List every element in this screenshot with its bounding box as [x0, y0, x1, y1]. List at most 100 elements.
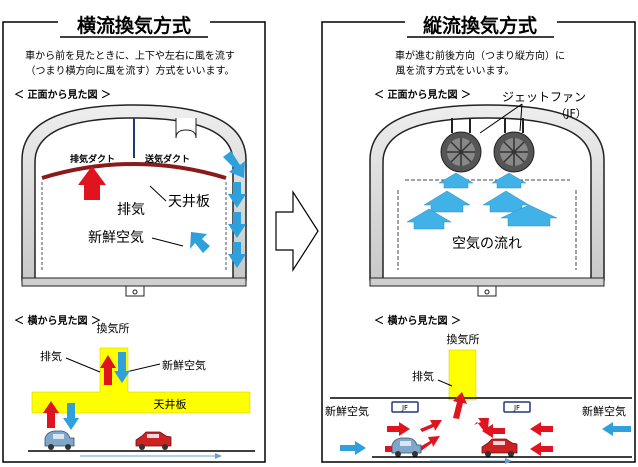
jet-fan-pointer-right	[519, 103, 523, 132]
left-ventilation-shaft	[31, 347, 251, 414]
left-drain	[125, 285, 145, 297]
airflow-arrow-3	[423, 190, 471, 213]
left-drain-hole	[132, 289, 138, 295]
left-blue-car-wheel-front	[65, 444, 71, 450]
right-drain	[477, 285, 497, 297]
right-fresh-air-right-label: 新鮮空気	[582, 404, 626, 418]
left-side-exhaust-label: 排気	[40, 349, 62, 363]
shaft-exhaust-arrow	[100, 355, 116, 385]
right-blue-car-wheel-front	[412, 451, 418, 457]
jet-fan-pointer-left	[479, 103, 523, 134]
left-side-exhaust-pointer	[65, 357, 101, 373]
right-red-car	[481, 438, 518, 457]
fresh-air-in-left-arrow	[340, 441, 366, 455]
left-red-car-wheel-front	[162, 444, 168, 450]
right-blue-car-wheel-rear	[395, 451, 401, 457]
left-blue-car-window	[53, 434, 64, 439]
left-blue-car-wheel-rear	[48, 444, 54, 450]
left-red-car-wheel-rear	[139, 444, 145, 450]
left-side-fresh-air-label: 新鮮空気	[162, 358, 206, 372]
jf-badge-1-box	[391, 401, 419, 413]
jet-fan-abbr-label: （JF）	[555, 107, 587, 120]
right-ventilation-station-label: 換気所	[447, 332, 480, 346]
left-panel-frame	[2, 21, 266, 463]
left-blue-car	[44, 430, 75, 450]
right-red-flow-3	[530, 422, 553, 436]
left-red-car	[135, 431, 172, 450]
jf-badge-2-text: JF	[513, 404, 520, 412]
jf-badge-2-box	[503, 401, 531, 413]
left-exhaust-duct-label: 排気ダクト	[70, 153, 115, 165]
jet-fan-label: ジェットファン	[502, 90, 586, 104]
right-side-view-heading: ＜ 横から見た図 ＞	[374, 314, 461, 327]
jf-badge-2: JF	[503, 401, 531, 413]
right-blue-car-window	[400, 441, 411, 446]
airflow-arrow-5	[406, 208, 452, 230]
jf-badge-1: JF	[391, 401, 419, 413]
road-exhaust-arrow	[43, 401, 59, 428]
jf-badge-1-text: JF	[401, 404, 408, 412]
left-supply-airflow	[190, 151, 246, 268]
left-side-ceiling-label: 天井板	[154, 397, 187, 411]
left-side-view-heading: ＜ 横から見た図 ＞	[14, 314, 101, 327]
left-exhaust-arrow	[78, 166, 106, 200]
jet-fan-left	[440, 118, 482, 173]
supply-arrow-5	[190, 232, 210, 253]
right-airflow-side	[340, 392, 631, 456]
right-fresh-air-left-label: 新鮮空気	[325, 404, 369, 418]
left-description-line2: （つまり横方向に風を流す）方式をいいます。	[26, 64, 235, 77]
right-description-line1: 車が進む前後方向（つまり縦方向）に	[395, 49, 565, 62]
jet-fan-right	[493, 118, 535, 173]
left-ceiling-pointer	[149, 185, 167, 202]
left-ceiling-label: 天井板	[168, 194, 210, 210]
left-front-view-heading: ＜ 正面から見た図 ＞	[14, 89, 111, 101]
left-exhaust-label: 排気	[117, 202, 145, 218]
right-red-flow-4	[530, 442, 553, 456]
left-red-car-window	[147, 434, 159, 438]
left-fresh-air-pointer	[151, 237, 184, 247]
right-blue-car	[391, 437, 422, 457]
right-panel: 縦流換気方式 車が進む前後方向（つまり縦方向）に 風を流す方式をいいます。 ＜ …	[321, 7, 636, 464]
supply-arrow-2	[228, 182, 246, 208]
left-lamp	[175, 118, 197, 139]
right-red-car-wheel-rear	[485, 451, 491, 457]
left-red-flow-1	[387, 422, 410, 436]
left-tunnel-floor	[21, 277, 247, 287]
right-red-flow-1	[474, 418, 489, 431]
supply-arrow-1	[223, 151, 245, 178]
airflow-arrows	[406, 172, 558, 230]
road-fresh-air-arrow	[63, 403, 79, 430]
right-title-box	[405, 7, 557, 39]
right-red-flow-2	[482, 424, 505, 438]
left-title-box	[58, 7, 210, 39]
right-front-view-heading: ＜ 正面から見た図 ＞	[374, 89, 471, 101]
left-red-flow-3	[420, 420, 442, 432]
right-road-direction-head	[505, 458, 512, 464]
airflow-arrow-1	[438, 172, 474, 189]
left-title: 横流換気方式	[77, 14, 191, 37]
airflow-label: 空気の流れ	[452, 236, 522, 252]
shaft-fresh-air-arrow	[114, 352, 130, 383]
left-description-line1: 車から前を見たときに、上下や左右に風を流す	[25, 49, 235, 62]
right-inner-outline	[397, 179, 577, 270]
right-side-exhaust-label: 排気	[412, 369, 434, 383]
left-supply-duct-label: 送気ダクト	[144, 153, 190, 165]
jet-fan-right-blades	[500, 138, 528, 166]
transition-arrow	[275, 189, 319, 273]
left-red-flow-4	[418, 436, 440, 451]
supply-arrow-4	[228, 242, 246, 268]
right-title: 縦流換気方式	[423, 14, 537, 37]
right-side-exhaust-pointer	[437, 379, 453, 387]
left-road-direction-head	[215, 453, 222, 459]
right-ventilation-shaft	[448, 349, 477, 401]
left-duct-line	[41, 162, 227, 180]
right-drain-hole	[484, 289, 490, 295]
fresh-air-in-right-arrow	[602, 422, 631, 436]
left-panel: 横流換気方式 車から前を見たときに、上下や左右に風を流す （つまり横方向に風を流…	[2, 7, 266, 463]
left-side-fresh-air-pointer	[125, 363, 161, 373]
left-ventilation-station-label: 換気所	[97, 321, 130, 335]
jet-fan-left-blades	[447, 138, 475, 166]
right-tunnel-floor	[369, 277, 605, 287]
exhaust-up-arrow	[453, 392, 467, 419]
